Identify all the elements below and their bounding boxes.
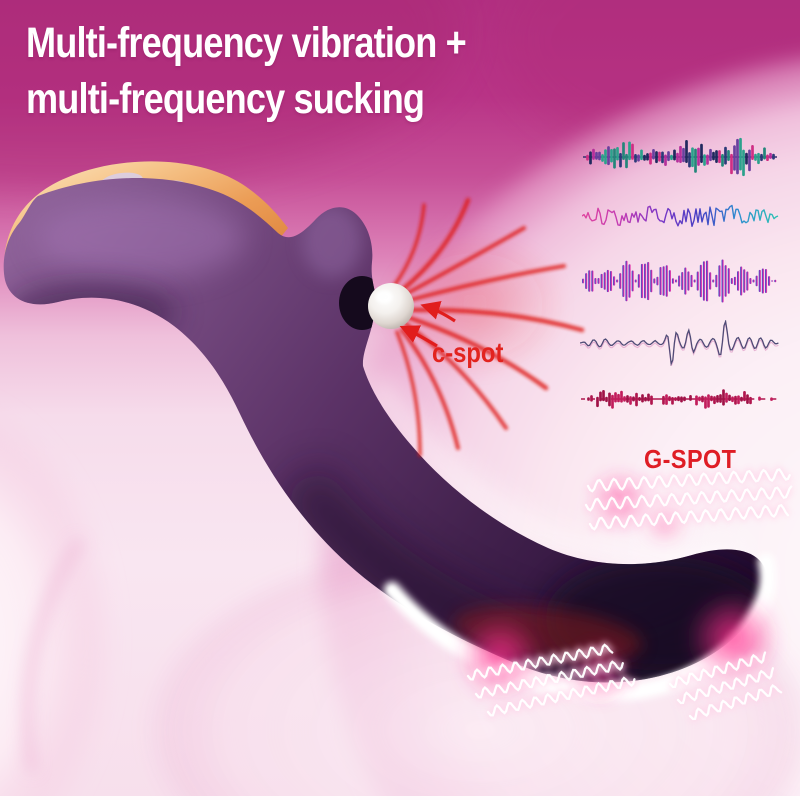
red-arrow-icon xyxy=(399,325,438,348)
headline: Multi-frequency vibration + multi-freque… xyxy=(26,16,467,128)
headline-line2: multi-frequency sucking xyxy=(26,74,425,123)
waveform-equalizer-bars xyxy=(582,259,777,303)
red-arrow-icon xyxy=(420,301,456,323)
bottom-white-strip xyxy=(0,796,800,800)
g-spot-label: G-SPOT xyxy=(644,444,737,474)
headline-line1: Multi-frequency vibration + xyxy=(26,19,467,67)
waveform-jagged-gradient-line xyxy=(582,204,779,227)
waveform-multicolor-spikes xyxy=(583,137,777,177)
waveform-oscillating-line xyxy=(580,320,779,366)
c-spot-label: c-spot xyxy=(432,337,504,368)
suction-pearl xyxy=(368,283,414,329)
red-arrow-icons xyxy=(399,301,456,348)
corner-shade-left xyxy=(0,0,460,190)
vibration-squiggles xyxy=(465,466,794,722)
vibrator-body xyxy=(3,178,768,683)
left-swoosh-arc xyxy=(23,537,84,773)
waveform-red-spikes xyxy=(581,389,779,409)
